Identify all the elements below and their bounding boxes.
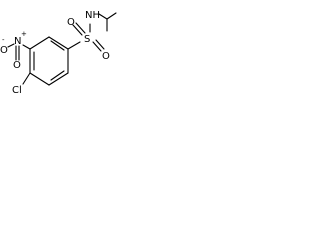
atom-cl: Cl (12, 85, 22, 96)
bond-s-o-bottom-2 (95, 39, 105, 50)
bond-ring-s (67, 41, 81, 50)
atom-o-top: O (67, 17, 75, 28)
bond-ch-methyl-up (106, 12, 117, 20)
bond-ring-n (22, 44, 31, 50)
nitro-group: N + O - O (0, 30, 31, 71)
benzene-ring (29, 36, 69, 86)
charge-minus: - (2, 36, 5, 44)
bond-s-o-top-2 (75, 22, 86, 34)
atom-s: S (84, 34, 90, 45)
atom-n-nitro: N (14, 36, 21, 47)
bond-ring-cl (22, 72, 31, 85)
atom-o-bottom: O (102, 51, 110, 62)
sulfonamide-group: NH S O O (67, 10, 117, 62)
bond-n-o-left (7, 43, 15, 48)
bond-s-o-top-1 (72, 24, 83, 36)
chloro-substituent: Cl (12, 72, 31, 96)
ring-bond-3 (48, 72, 69, 86)
ring-bond-6 (29, 36, 50, 50)
atom-nh: NH (85, 10, 100, 21)
ring-bond-1 (48, 36, 69, 50)
atom-o-nitro-down: O (13, 60, 21, 71)
bond-s-o-bottom-1 (92, 41, 102, 52)
atom-o-nitro-left: O (0, 45, 8, 56)
ring-bond-4 (29, 72, 50, 86)
chemical-structure: NH S O O N + O - O Cl (0, 10, 117, 96)
ring-double-bond-2 (50, 70, 65, 81)
charge-plus: + (21, 30, 27, 38)
bond-n-ch (98, 13, 108, 20)
ring-double-bond-1 (50, 40, 65, 51)
